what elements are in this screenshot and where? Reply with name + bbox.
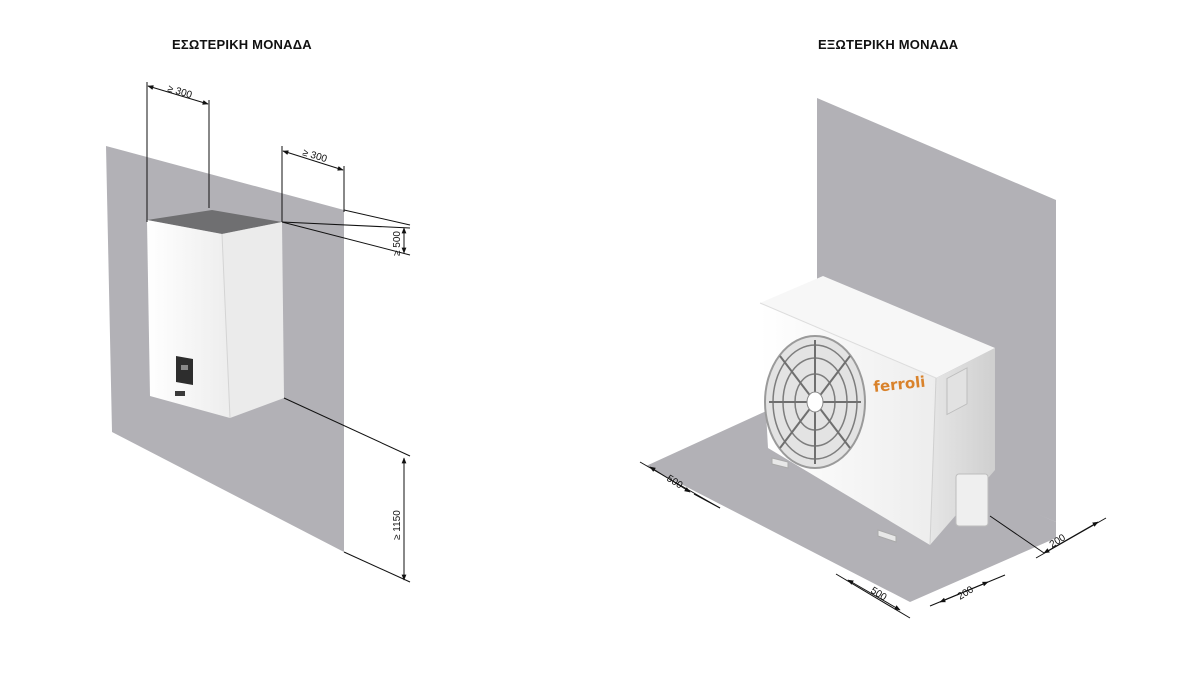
outdoor-unit-group: ferroli 500 500 200 200 bbox=[639, 98, 1107, 619]
indoor-unit-title: ΕΣΩΤΕΡΙΚΗ ΜΟΝΑΔΑ bbox=[172, 37, 312, 52]
floor-panel bbox=[646, 402, 1056, 602]
brand-logo: ferroli bbox=[873, 373, 927, 396]
outdoor-side-handle bbox=[946, 367, 968, 416]
dim-top-clearance: ≥ 500 bbox=[392, 231, 403, 256]
indoor-unit-front bbox=[147, 220, 230, 418]
outdoor-foot-left bbox=[771, 457, 789, 469]
indoor-control-panel bbox=[176, 356, 193, 386]
indoor-badge bbox=[175, 391, 185, 396]
indoor-unit-side bbox=[222, 222, 284, 418]
fan-grille bbox=[764, 335, 866, 469]
dim-right-clearance: ≥ 300 bbox=[301, 147, 328, 165]
outdoor-unit-top bbox=[760, 276, 995, 378]
indoor-unit-group: ≥ 300 ≥ 300 ≥ 500 ≥ 1150 bbox=[106, 82, 411, 583]
outdoor-unit-title: ΕΞΩΤΕΡΙΚΗ ΜΟΝΑΔΑ bbox=[818, 37, 959, 52]
indoor-unit-top bbox=[147, 210, 282, 234]
outdoor-valve-cover bbox=[955, 473, 989, 527]
dim-left-clearance: ≥ 300 bbox=[166, 83, 193, 101]
outdoor-foot-right bbox=[877, 529, 897, 543]
dim-right-front: 200 bbox=[956, 584, 976, 602]
outdoor-unit-side bbox=[930, 348, 995, 545]
dim-bottom-clearance: ≥ 1150 bbox=[392, 510, 403, 540]
